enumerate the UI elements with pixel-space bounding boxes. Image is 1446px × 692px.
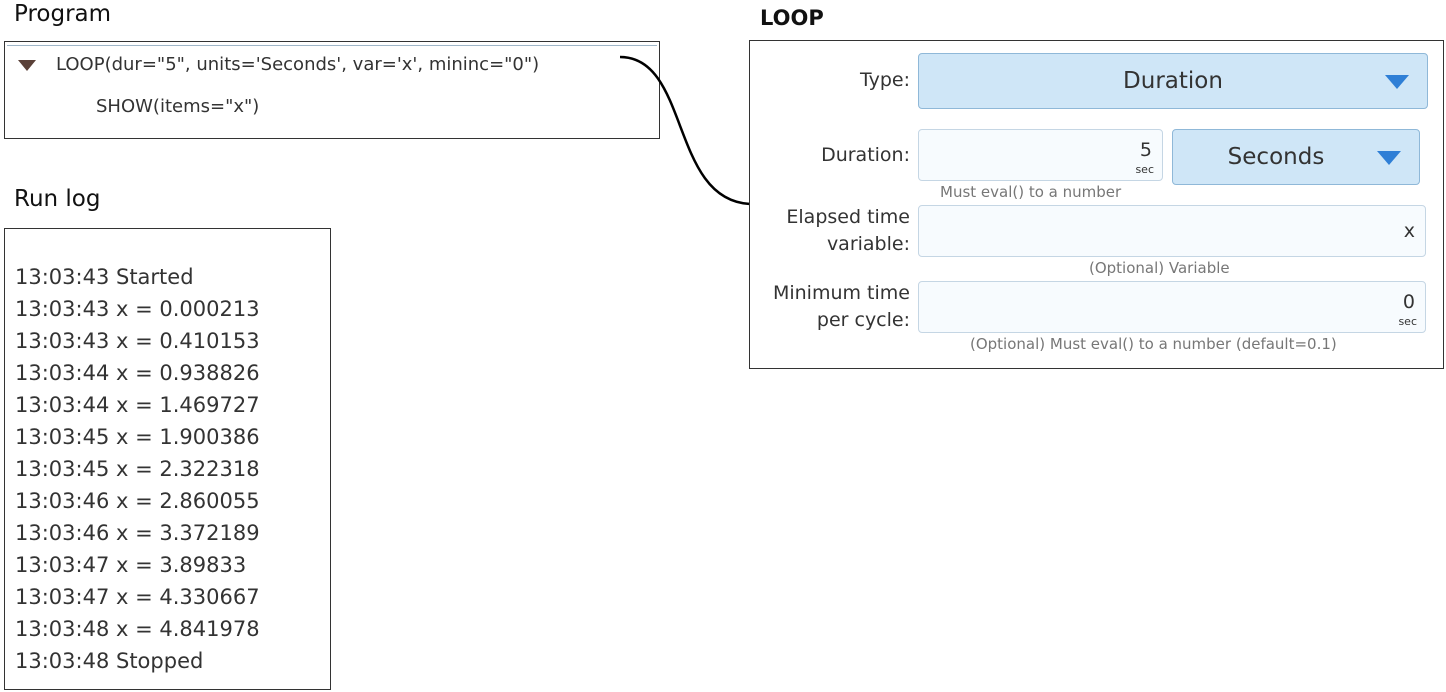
min-time-hint: (Optional) Must eval() to a number (defa… (970, 335, 1337, 353)
log-line: 13:03:48 Stopped (15, 649, 204, 673)
run-log-title: Run log (14, 186, 101, 212)
log-line: 13:03:45 x = 1.900386 (15, 425, 260, 449)
elapsed-variable-input[interactable]: x (918, 205, 1426, 257)
duration-unit: sec (1135, 163, 1154, 176)
log-line: 13:03:43 x = 0.000213 (15, 297, 260, 321)
log-line: 13:03:45 x = 2.322318 (15, 457, 260, 481)
type-label: Type: (859, 69, 910, 91)
program-panel: LOOP(dur="5", units='Seconds', var='x', … (4, 41, 660, 139)
log-line: 13:03:48 x = 4.841978 (15, 617, 260, 641)
chevron-down-icon (1385, 75, 1409, 89)
run-log-panel[interactable]: 13:03:43 Started 13:03:43 x = 0.000213 13:… (4, 228, 331, 690)
min-time-label-line2: per cycle: (816, 309, 910, 331)
log-line: 13:03:43 x = 0.410153 (15, 329, 260, 353)
duration-input[interactable]: 5 sec (918, 129, 1163, 181)
units-dropdown-value: Seconds (1227, 144, 1325, 170)
collapse-triangle-icon[interactable] (18, 60, 36, 71)
duration-value: 5 (1139, 139, 1152, 161)
units-dropdown[interactable]: Seconds (1172, 129, 1420, 185)
program-title: Program (14, 1, 112, 27)
elapsed-hint: (Optional) Variable (1089, 259, 1230, 277)
elapsed-variable-value: x (1403, 220, 1415, 242)
program-loop-statement[interactable]: LOOP(dur="5", units='Seconds', var='x', … (56, 54, 540, 75)
min-time-value: 0 (1402, 291, 1415, 313)
panel-divider (7, 45, 657, 46)
type-dropdown-value: Duration (1123, 68, 1223, 94)
min-time-label-line1: Minimum time (772, 282, 910, 304)
log-line: 13:03:46 x = 3.372189 (15, 521, 260, 545)
elapsed-label-line1: Elapsed time (786, 206, 910, 228)
type-dropdown[interactable]: Duration (918, 53, 1428, 109)
log-line: 13:03:43 Started (15, 265, 194, 289)
log-line: 13:03:46 x = 2.860055 (15, 489, 260, 513)
log-line: 13:03:44 x = 1.469727 (15, 393, 260, 417)
min-time-unit: sec (1398, 315, 1417, 328)
duration-hint: Must eval() to a number (940, 183, 1122, 201)
program-show-statement[interactable]: SHOW(items="x") (96, 96, 260, 117)
elapsed-label-line2: variable: (826, 233, 910, 255)
log-line: 13:03:44 x = 0.938826 (15, 361, 260, 385)
log-line: 13:03:47 x = 4.330667 (15, 585, 260, 609)
loop-editor-title: LOOP (760, 6, 824, 30)
duration-label: Duration: (821, 144, 910, 166)
loop-editor-panel: Type: Duration Duration: 5 sec Seconds M… (749, 40, 1444, 369)
run-log-list: 13:03:43 Started 13:03:43 x = 0.000213 13:… (15, 261, 260, 677)
chevron-down-icon (1377, 151, 1401, 165)
min-time-input[interactable]: 0 sec (918, 281, 1426, 333)
log-line: 13:03:47 x = 3.89833 (15, 553, 247, 577)
